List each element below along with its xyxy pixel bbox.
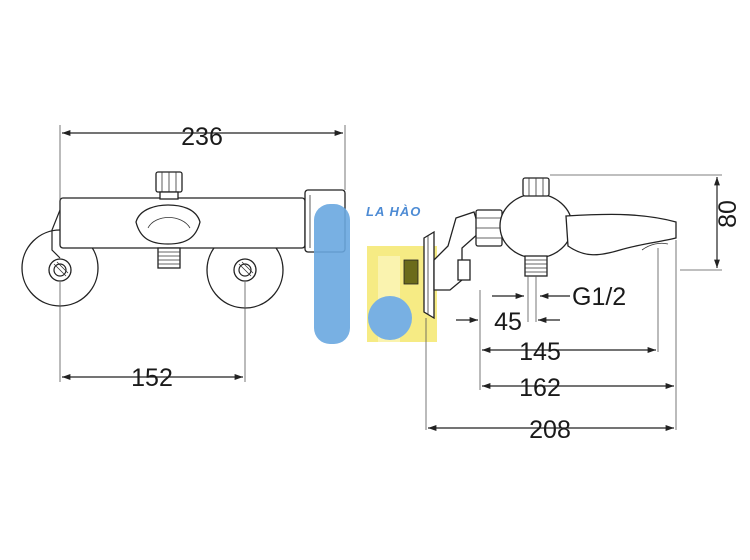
outlet-cover [135,204,201,245]
diverter-knob [155,171,183,200]
wall-knob [403,259,419,285]
dim-front-centers: 152 [131,364,173,392]
watermark-text: LA HÀO [366,204,421,219]
side-bottom-thread [524,255,548,277]
dim-162: 162 [519,374,561,402]
left-union-nut [48,258,72,282]
dim-side-height: 80 [714,200,742,228]
spout [565,213,677,256]
dim-145: 145 [519,338,561,366]
dim-thread-size: G1/2 [572,283,626,311]
dim-front-width: 236 [181,123,223,151]
dim-45: 45 [494,308,522,336]
side-diverter-knob [522,177,550,197]
bottom-thread [157,247,181,269]
side-view: 80 G1/2 45 145 162 208 [403,174,742,444]
side-body [499,193,573,259]
dim-208: 208 [529,416,571,444]
right-union-nut [233,258,257,282]
watermark-logo: LA HÀO [314,204,437,344]
wall-plate [423,230,435,320]
front-view: 236 152 [21,123,346,392]
side-union-nut [475,209,503,247]
